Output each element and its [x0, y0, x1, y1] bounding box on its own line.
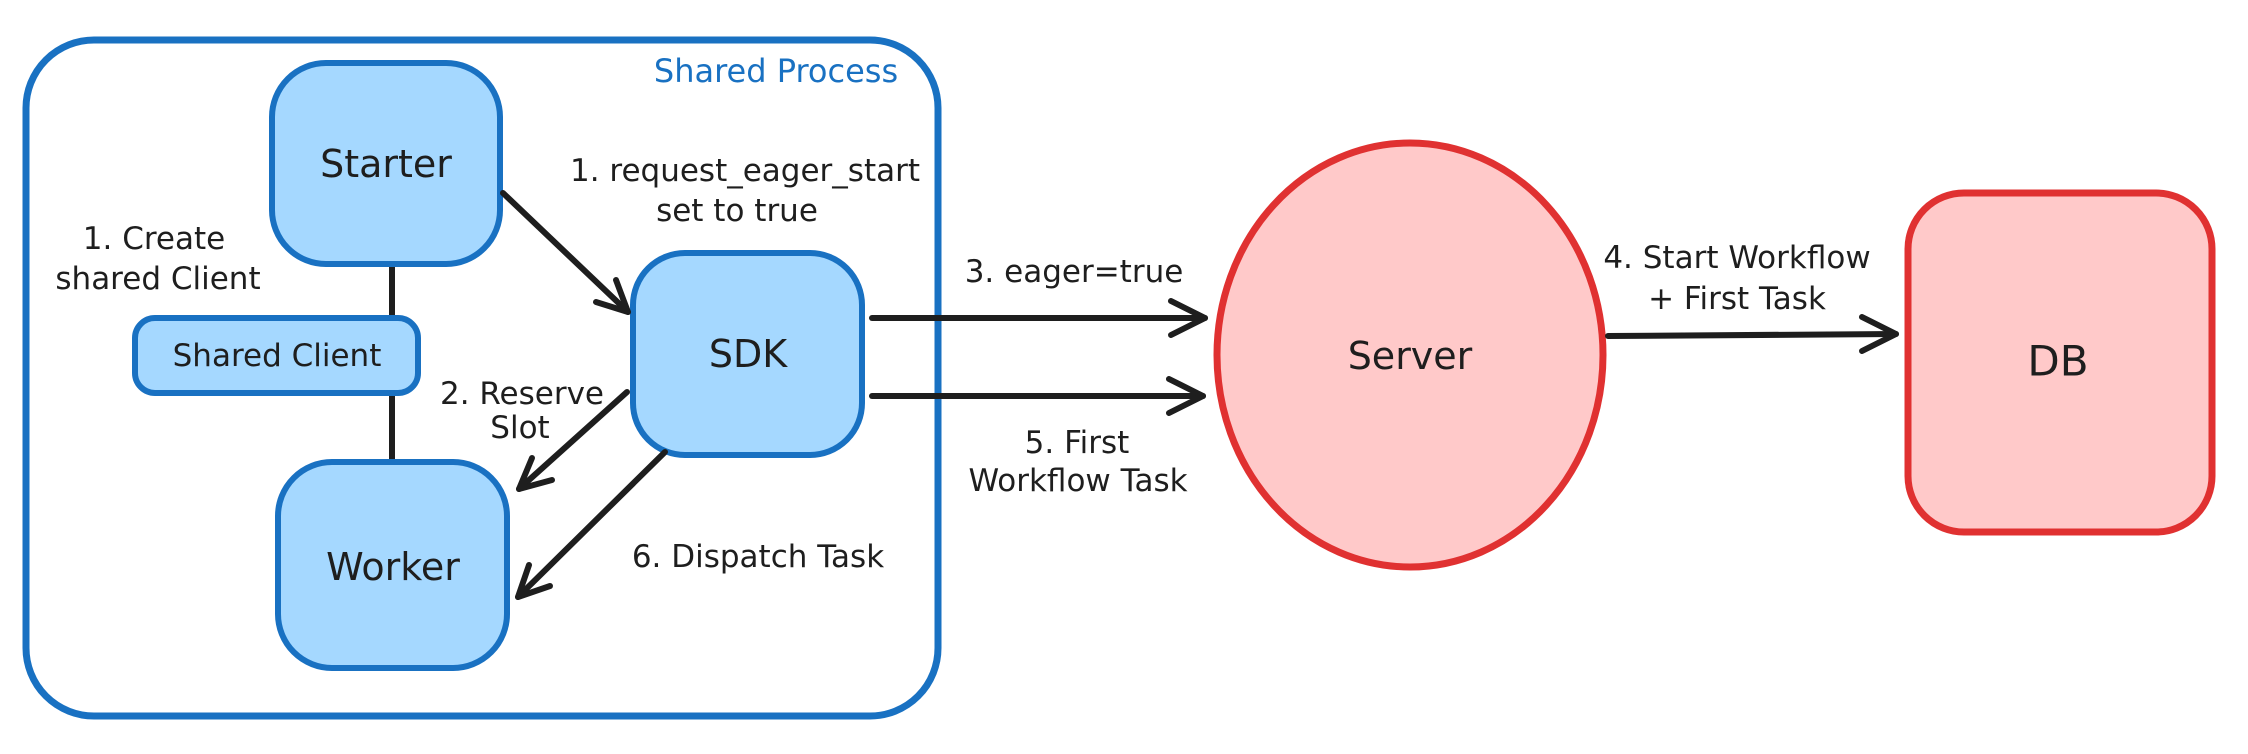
sdk-label: SDK: [709, 332, 788, 376]
starter-label: Starter: [320, 142, 452, 186]
arrow-first-workflow-task: [869, 376, 1206, 416]
annotation-request-line2: set to true: [656, 193, 818, 229]
shared-process-frame: [22, 36, 942, 720]
annotation-reserve-slot: 2. Reserve Slot: [440, 376, 604, 446]
annotation-start-workflow-line2: + First Task: [1648, 281, 1826, 317]
annotation-request-line1: 1. request_eager_start: [570, 153, 920, 189]
worker-node: [275, 459, 510, 671]
shared-process-label: Shared Process: [654, 52, 898, 90]
arrow-eager-true: [869, 298, 1208, 338]
annotation-start-workflow: 4. Start Workflow + First Task: [1603, 240, 1870, 317]
sdk-node: [630, 250, 865, 458]
shared-client-node: [132, 315, 421, 396]
annotation-first-task-line1: 5. First: [1025, 425, 1130, 461]
annotation-first-workflow-task: 5. First Workflow Task: [968, 425, 1187, 499]
annotation-create-line1: 1. Create: [83, 221, 225, 257]
annotation-start-workflow-line1: 4. Start Workflow: [1603, 240, 1870, 276]
db-node: [1904, 189, 2216, 536]
annotation-reserve-line2: Slot: [490, 410, 549, 446]
annotation-request-eager-start: 1. request_eager_start set to true: [570, 153, 920, 229]
annotation-dispatch-task: 6. Dispatch Task: [632, 539, 884, 575]
annotation-create-line2: shared Client: [55, 261, 260, 297]
arrow-dispatch-task: [515, 449, 668, 600]
annotation-first-task-line2: Workflow Task: [968, 463, 1187, 499]
shared-client-label: Shared Client: [173, 338, 382, 374]
labels-layer: Shared Process Starter Shared Client Wor…: [55, 52, 2088, 589]
server-node: [1213, 139, 1607, 571]
arrow-request-eager-start: [500, 190, 631, 315]
annotation-eager-true: 3. eager=true: [965, 254, 1184, 290]
annotation-reserve-line1: 2. Reserve: [440, 376, 604, 412]
arrows-layer: [500, 190, 1899, 600]
arrow-start-workflow: [1605, 314, 1899, 354]
db-label: DB: [2027, 337, 2088, 386]
server-label: Server: [1348, 334, 1473, 378]
arrow-reserve-slot: [516, 389, 630, 492]
starter-node: [269, 60, 503, 267]
annotation-create-shared-client: 1. Create shared Client: [55, 221, 260, 297]
worker-label: Worker: [326, 545, 460, 589]
